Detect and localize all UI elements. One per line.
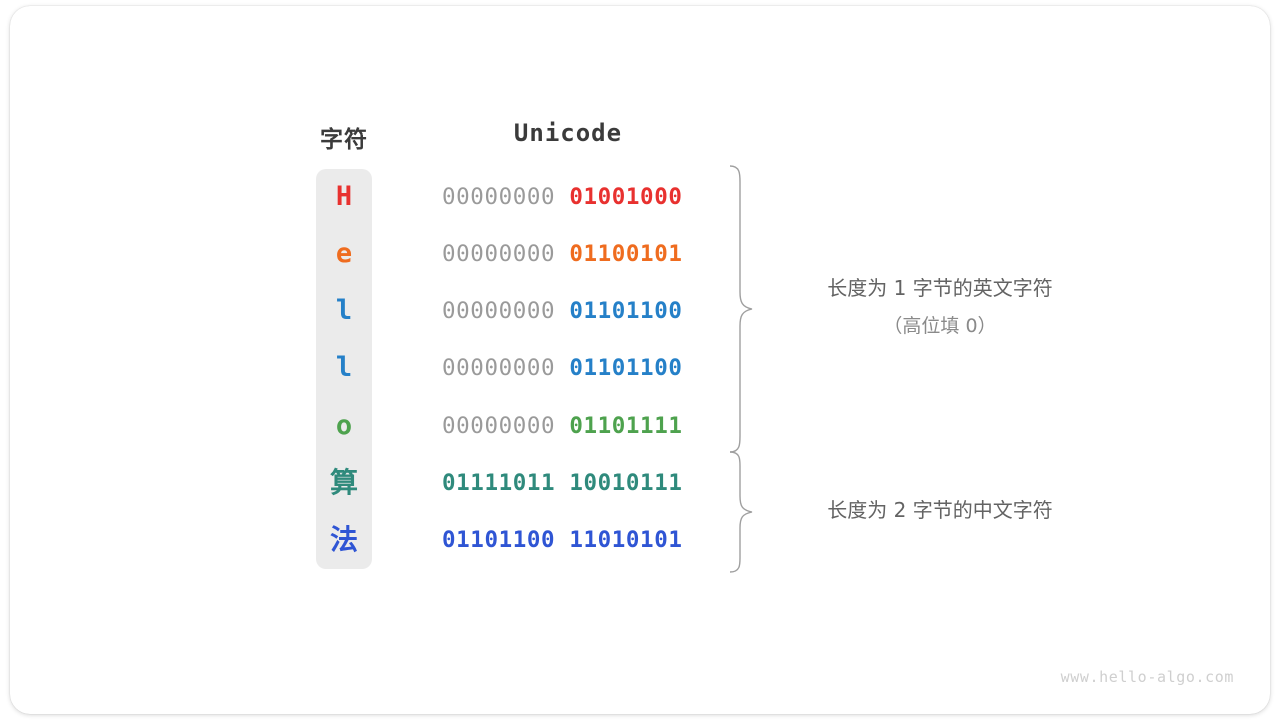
- character-cell: 法: [329, 522, 358, 556]
- annotation-one-byte-sub: （高位填 0）: [883, 315, 997, 337]
- unicode-value-bytes: 01101100: [569, 298, 683, 325]
- unicode-value-bytes: 01101100 11010101: [442, 526, 683, 553]
- character-cell: H: [335, 181, 353, 212]
- unicode-value-bytes: 01101100: [569, 355, 683, 382]
- unicode-padding-byte: 00000000: [442, 355, 556, 382]
- unicode-value-bytes: 01001000: [569, 184, 683, 210]
- unicode-padding-byte: 00000000: [442, 184, 556, 210]
- brace-one-byte-group: [729, 165, 753, 453]
- column-header-unicode: Unicode: [513, 119, 623, 147]
- unicode-padding-byte: 00000000: [442, 298, 556, 325]
- unicode-value-bytes: 01100101: [569, 241, 683, 268]
- character-cell: o: [335, 409, 353, 441]
- unicode-bits-row: 00000000 01100101: [442, 226, 694, 282]
- character-cell: l: [335, 352, 353, 384]
- annotation-two-byte-main: 长度为 2 字节的中文字符: [827, 498, 1053, 522]
- character-cell: 算: [329, 465, 358, 499]
- unicode-value-bytes: 01101111: [569, 412, 683, 439]
- character-cell: l: [335, 295, 353, 327]
- unicode-bits-row: 00000000 01101100: [442, 283, 694, 339]
- unicode-bits-row: 01101100 11010101: [442, 512, 694, 568]
- unicode-bits-row: 00000000 01101111: [442, 398, 694, 454]
- annotation-two-byte: 长度为 2 字节的中文字符: [770, 494, 1110, 523]
- annotation-one-byte: 长度为 1 字节的英文字符 （高位填 0）: [770, 272, 1110, 338]
- unicode-padding-byte: 00000000: [442, 241, 556, 268]
- unicode-padding-byte: 00000000: [442, 412, 556, 439]
- annotation-one-byte-main: 长度为 1 字节的英文字符: [827, 276, 1053, 300]
- unicode-value-bytes: 01111011 10010111: [442, 469, 683, 496]
- unicode-bits-row: 01111011 10010111: [442, 455, 694, 511]
- character-column-background: [316, 169, 372, 569]
- character-cell: e: [335, 238, 353, 270]
- brace-two-byte-group: [729, 451, 753, 573]
- unicode-bits-row: 00000000 01001000: [442, 169, 694, 225]
- column-header-character: 字符: [320, 126, 368, 152]
- unicode-bits-row: 00000000 01101100: [442, 340, 694, 396]
- watermark: www.hello-algo.com: [1060, 668, 1234, 686]
- figure-card: 字符 Unicode H 00000000 01001000 e 00000000 0…: [10, 6, 1270, 714]
